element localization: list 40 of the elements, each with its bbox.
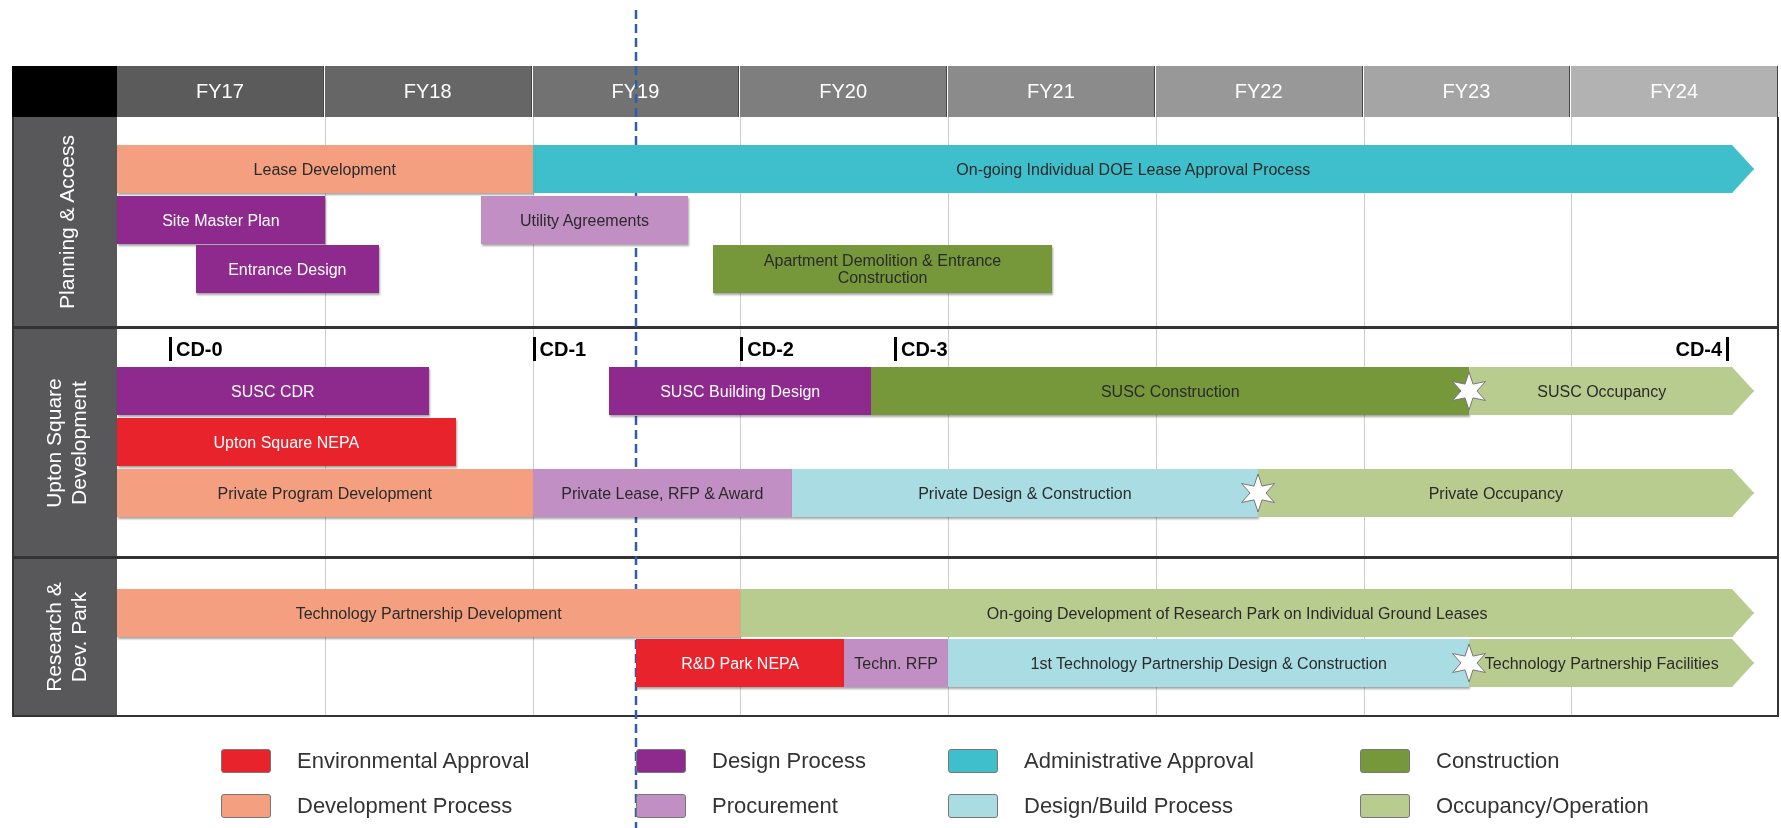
task-bar: SUSC CDR: [117, 367, 429, 415]
task-bar: Technology Partnership Development: [117, 589, 741, 637]
row-header-label: Research & Dev. Park: [14, 559, 117, 715]
task-bar: Lease Development: [117, 145, 533, 193]
year-header: FY23: [1363, 66, 1571, 117]
task-bar: Technology Partnership Facilities: [1469, 639, 1755, 687]
task-bar: Site Master Plan: [117, 196, 325, 244]
task-bar: On-going Individual DOE Lease Approval Process: [532, 145, 1755, 193]
task-bar: Utility Agreements: [480, 196, 689, 244]
swimlane-row: [12, 558, 1779, 717]
milestone-label: CD-3: [894, 337, 948, 361]
task-bar: Private Occupancy: [1257, 469, 1755, 517]
task-bar: SUSC Construction: [871, 367, 1470, 415]
task-bar: Private Design & Construction: [792, 469, 1258, 517]
task-bar: SUSC Occupancy: [1469, 367, 1755, 415]
swimlane-row: [12, 328, 1779, 558]
task-bar: R&D Park NEPA: [636, 639, 845, 687]
row-header-label: Planning & Access: [14, 117, 117, 326]
task-bar: Private Lease, RFP & Award: [532, 469, 793, 517]
task-bar: Techn. RFP: [844, 639, 948, 687]
year-header: FY22: [1155, 66, 1363, 117]
milestone-label: CD-2: [740, 337, 794, 361]
year-header: FY24: [1571, 66, 1778, 117]
year-header: FY21: [948, 66, 1155, 117]
task-bar: SUSC Building Design: [609, 367, 872, 415]
year-header: FY18: [324, 66, 532, 117]
swimlane-row: [12, 117, 1779, 328]
task-bar: Private Program Development: [117, 469, 533, 517]
year-header: FY17: [117, 66, 324, 117]
row-header-label: Upton Square Development: [14, 329, 117, 556]
task-bar: Upton Square NEPA: [117, 418, 456, 466]
year-header: FY19: [532, 66, 740, 117]
milestone-label: CD-4: [1675, 337, 1730, 361]
milestone-label: CD-1: [532, 337, 587, 361]
task-bar: Apartment Demolition & Entrance Construction: [713, 245, 1052, 293]
task-bar: 1st Technology Partnership Design & Construction: [948, 639, 1470, 687]
milestone-label: CD-0: [168, 337, 223, 361]
task-bar: Entrance Design: [195, 245, 379, 293]
year-header: FY20: [740, 66, 947, 117]
task-bar: On-going Development of Research Park on Individual Ground Leases: [740, 589, 1755, 637]
